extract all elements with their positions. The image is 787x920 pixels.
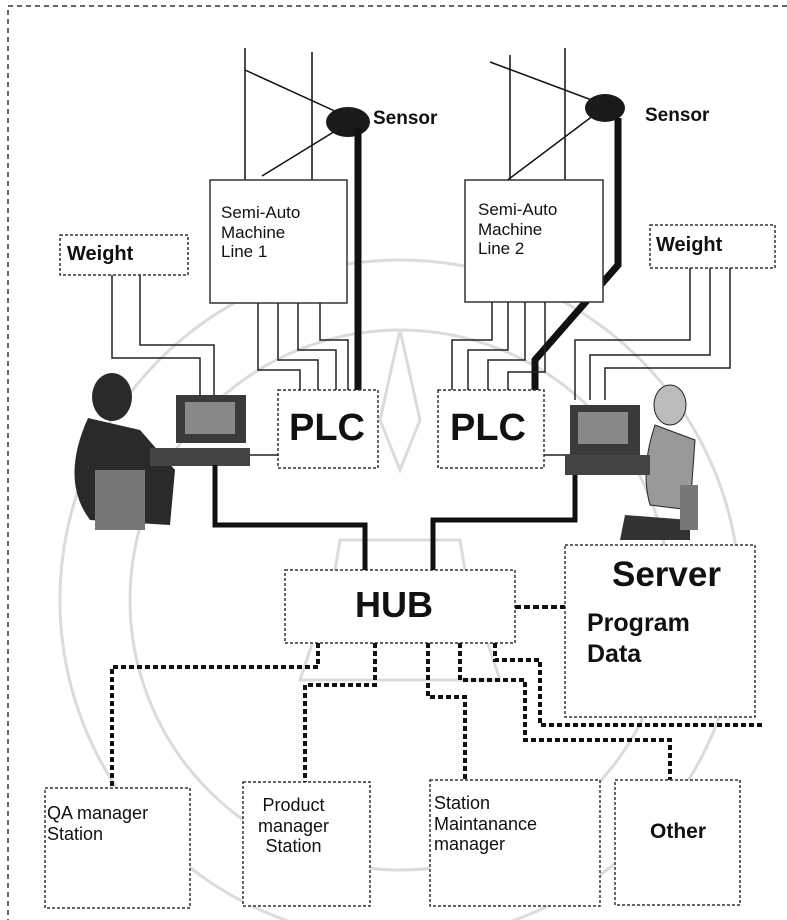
- station-qa-label: QA manager Station: [47, 803, 149, 844]
- sensor-rig-1: [244, 48, 351, 180]
- machine-2-plc-wires: [451, 302, 546, 390]
- weight-1-wires: [111, 275, 215, 395]
- sensor-1-label: Sensor: [373, 108, 438, 129]
- sensor-2-cable: [531, 118, 622, 392]
- plc-2-label: PLC: [450, 407, 526, 449]
- sensor-2-label: Sensor: [645, 105, 710, 126]
- station-product-label: Product manager Station: [258, 795, 330, 857]
- sensor-1-icon: [326, 107, 370, 137]
- hub-label: HUB: [355, 584, 433, 625]
- station-product-box: [242, 781, 371, 907]
- machine-1-plc-wires: [257, 303, 349, 390]
- station-other-label: Other: [650, 820, 707, 843]
- sensor-2-icon: [585, 94, 625, 122]
- hub-station-links: [110, 643, 765, 790]
- station-qa-box: [44, 787, 191, 909]
- operator-1-hub-link: [212, 465, 368, 570]
- weight-1-label: Weight: [67, 243, 134, 265]
- machine-line-1-label: Semi-Auto Machine Line 1: [221, 203, 301, 262]
- station-other-box: [614, 779, 741, 906]
- machine-line-1-box: [209, 179, 348, 304]
- plc-1-box: [277, 389, 379, 469]
- machine-line-2-box: [464, 179, 604, 303]
- plc-1-label: PLC: [289, 407, 365, 449]
- server-title: Server: [612, 555, 721, 594]
- server-contents: Program Data: [587, 609, 690, 669]
- machine-line-2-label: Semi-Auto Machine Line 2: [478, 200, 558, 259]
- sensor-rig-2: [489, 48, 606, 183]
- weight-2-label: Weight: [656, 234, 723, 256]
- weight-1-box: [59, 234, 189, 276]
- plc-2-box: [437, 389, 545, 469]
- operator-2-icon: [565, 384, 698, 540]
- server-box: [564, 544, 756, 718]
- operator-2-hub-link: [430, 475, 578, 570]
- weight-2-wires: [574, 268, 731, 400]
- weight-2-box: [649, 224, 776, 269]
- operator-1-icon: [74, 373, 250, 530]
- hub-box: [284, 569, 516, 644]
- station-maintenance-label: Station Maintanance manager: [434, 793, 538, 855]
- station-maintenance-box: [429, 779, 601, 907]
